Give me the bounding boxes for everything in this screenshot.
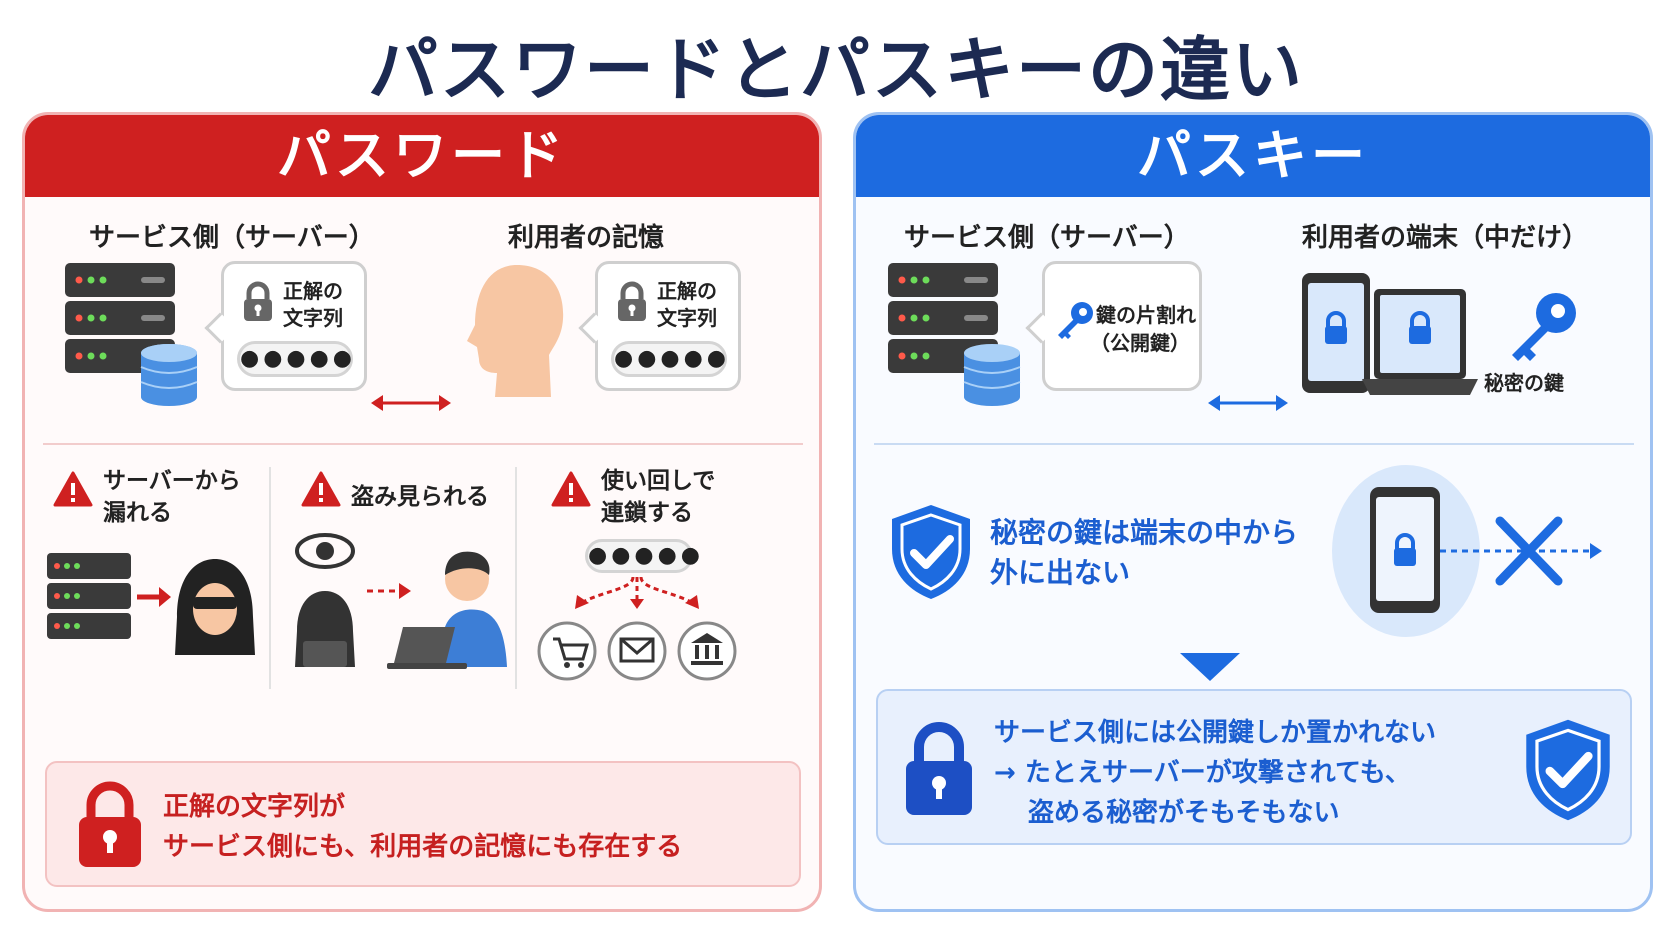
password-summary: 正解の文字列が サービス側にも、利用者の記憶にも存在する <box>45 761 801 887</box>
passkey-summary-line2: → たとえサーバーが攻撃されても、 <box>994 758 1411 788</box>
memory-secret-line2: 文字列 <box>657 306 717 330</box>
warning-icon <box>301 471 341 507</box>
password-header: パスワード <box>25 115 819 197</box>
reuse-services-icon <box>537 576 737 681</box>
password-summary-line1: 正解の文字列が <box>163 792 346 822</box>
shield-check-icon <box>892 505 970 599</box>
private-key-label: 秘密の鍵 <box>1484 371 1564 395</box>
point-line1: 秘密の鍵は端末の中から <box>990 516 1299 549</box>
risk-reuse-line1: 使い回しで <box>601 468 716 494</box>
passkey-summary-text: サービス側には公開鍵しか置かれない → たとえサーバーが攻撃されても、 盗める秘… <box>994 713 1436 833</box>
server-secret-line1: 正解の <box>283 279 343 303</box>
column-divider <box>515 467 517 689</box>
server-secret-line2: 文字列 <box>283 306 343 330</box>
hacker-server-icon <box>47 553 255 655</box>
risk-reuse-line2: 連鎖する <box>601 500 693 526</box>
passkey-header: パスキー <box>856 115 1650 197</box>
down-arrow-icon <box>1180 653 1240 681</box>
lock-icon <box>906 722 972 815</box>
double-arrow-icon <box>371 395 451 411</box>
device-stays-icon <box>1332 465 1602 637</box>
private-key-icon <box>1512 293 1576 361</box>
warning-icon <box>53 471 93 507</box>
section-divider <box>874 443 1634 445</box>
key-icon <box>1058 302 1093 339</box>
column-divider <box>269 467 271 689</box>
server-password-dots: ●●●●● <box>237 341 353 377</box>
peeking-user-laptop-icon <box>295 533 507 669</box>
server-database-icon <box>888 263 1021 406</box>
risk-leak-line2: 漏れる <box>103 500 172 526</box>
memory-label: 利用者の記憶 <box>508 223 665 253</box>
device-label: 利用者の端末（中だけ） <box>1302 223 1589 253</box>
server-label: サービス側（サーバー） <box>89 223 375 253</box>
password-summary-text: 正解の文字列が サービス側にも、利用者の記憶にも存在する <box>163 787 682 867</box>
page-title: パスワードとパスキーの違い <box>368 29 1304 111</box>
phone-laptop-icon <box>1302 273 1478 395</box>
memory-password-dots: ●●●●● <box>611 341 727 377</box>
shield-check-icon <box>1526 719 1610 821</box>
memory-secret-line1: 正解の <box>657 279 717 303</box>
public-key-line2: （公開鍵） <box>1090 331 1190 355</box>
risk-leak-line1: サーバーから <box>103 468 241 494</box>
passkey-summary-line3: 盗める秘密がそもそもない <box>1028 798 1340 828</box>
point-line2: 外に出ない <box>990 556 1131 589</box>
lock-icon <box>618 281 646 321</box>
double-arrow-icon <box>1208 395 1288 411</box>
password-panel: パスワード サービス側（サーバー） 利用者の記憶 正解の 文字列 ●●●●● <box>22 112 822 912</box>
reuse-password-dots: ●●●●● <box>585 539 700 573</box>
risk-peek-line1: 盗み見られる <box>351 484 489 510</box>
server-label: サービス側（サーバー） <box>904 223 1190 253</box>
lock-icon <box>244 281 272 321</box>
server-database-icon <box>65 263 198 406</box>
section-divider <box>43 443 803 445</box>
head-icon <box>467 265 564 397</box>
passkey-summary: サービス側には公開鍵しか置かれない → たとえサーバーが攻撃されても、 盗める秘… <box>876 689 1632 845</box>
password-summary-line2: サービス側にも、利用者の記憶にも存在する <box>163 832 683 862</box>
lock-icon <box>79 781 141 867</box>
passkey-summary-line1: サービス側には公開鍵しか置かれない <box>994 718 1437 748</box>
warning-icon <box>551 471 591 507</box>
passkey-panel: パスキー サービス側（サーバー） 利用者の端末（中だけ） 鍵の片割れ （公開鍵） <box>853 112 1653 912</box>
public-key-line1: 鍵の片割れ <box>1096 303 1196 327</box>
